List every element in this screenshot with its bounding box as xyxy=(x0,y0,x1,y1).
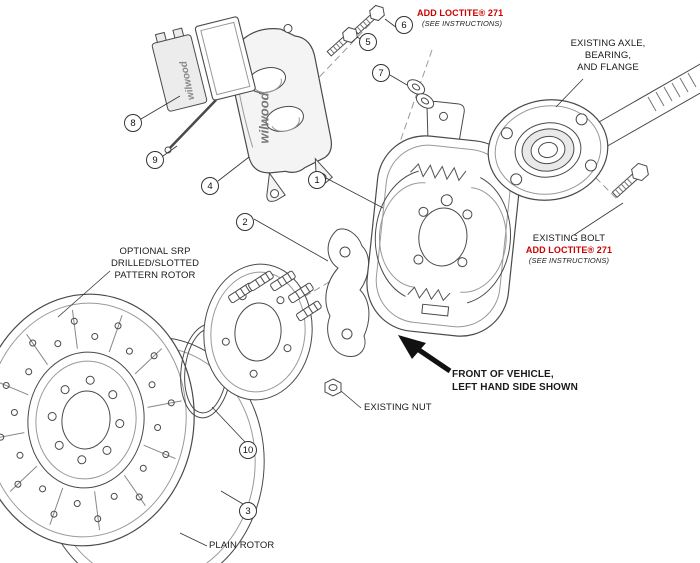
drilled-rotor-drawing xyxy=(0,293,195,547)
washers-drawing xyxy=(406,79,435,109)
see-instructions-top-label: (SEE INSTRUCTIONS) xyxy=(422,19,503,28)
callout-8: 8 xyxy=(124,114,142,132)
wheel-studs xyxy=(228,270,322,322)
callout-6-number: 6 xyxy=(401,19,407,31)
callout-5: 5 xyxy=(359,33,377,51)
callout-1: 1 xyxy=(308,171,326,189)
plain-rotor-label: PLAIN ROTOR xyxy=(209,540,275,551)
existing-nut-label: EXISTING NUT xyxy=(364,402,432,413)
existing-nut-drawing xyxy=(324,378,342,397)
add-loctite-right-label: ADD LOCTITE® 271 xyxy=(525,245,613,255)
caliper-bracket-drawing xyxy=(325,228,370,357)
callout-9-number: 9 xyxy=(152,154,158,166)
front-of-vehicle-label: FRONT OF VEHICLE, LEFT HAND SIDE SHOWN xyxy=(452,369,578,393)
callout-3-number: 3 xyxy=(245,505,251,517)
leader-lines xyxy=(57,18,624,547)
callout-5-number: 5 xyxy=(365,36,371,48)
axle-flange-drawing xyxy=(487,99,609,201)
mount-bolt-5-drawing xyxy=(326,26,358,57)
callout-7-number: 7 xyxy=(378,67,384,79)
existing-bolt-drawing xyxy=(611,162,649,199)
callout-2: 2 xyxy=(236,213,254,231)
rotor-lug-holes xyxy=(47,375,125,465)
callout-10-number: 10 xyxy=(242,444,254,456)
hub-adapter-drawing xyxy=(203,263,322,401)
optional-rotor-label: OPTIONAL SRP DRILLED/SLOTTED PATTERN ROT… xyxy=(110,246,200,281)
callout-3: 3 xyxy=(239,502,257,520)
front-of-vehicle-arrow xyxy=(398,335,452,374)
callout-10: 10 xyxy=(239,441,257,459)
see-instructions-right-label: (SEE INSTRUCTIONS) xyxy=(528,256,610,265)
caliper-drawing: wilwood xyxy=(228,23,333,202)
existing-axle-label: EXISTING AXLE, BEARING, AND FLANGE xyxy=(570,38,646,73)
callout-4: 4 xyxy=(201,177,219,195)
callout-7: 7 xyxy=(372,64,390,82)
add-loctite-top-label: ADD LOCTITE® 271 xyxy=(417,8,504,18)
rotor-drill-holes xyxy=(0,317,175,523)
callout-9: 9 xyxy=(146,151,164,169)
callout-6: 6 xyxy=(395,16,413,34)
callout-4-number: 4 xyxy=(207,180,213,192)
callout-8-number: 8 xyxy=(130,117,136,129)
existing-bolt-label: EXISTING BOLT xyxy=(532,233,606,244)
caliper-brand-text: wilwood xyxy=(256,91,271,143)
mount-bolt-6-drawing xyxy=(353,4,385,35)
axle-shaft-drawing xyxy=(591,63,700,149)
callout-1-number: 1 xyxy=(314,174,320,186)
brake-pads-drawing: wilwood xyxy=(151,16,256,112)
callout-2-number: 2 xyxy=(242,216,248,228)
backing-plate-drawing xyxy=(366,100,520,337)
